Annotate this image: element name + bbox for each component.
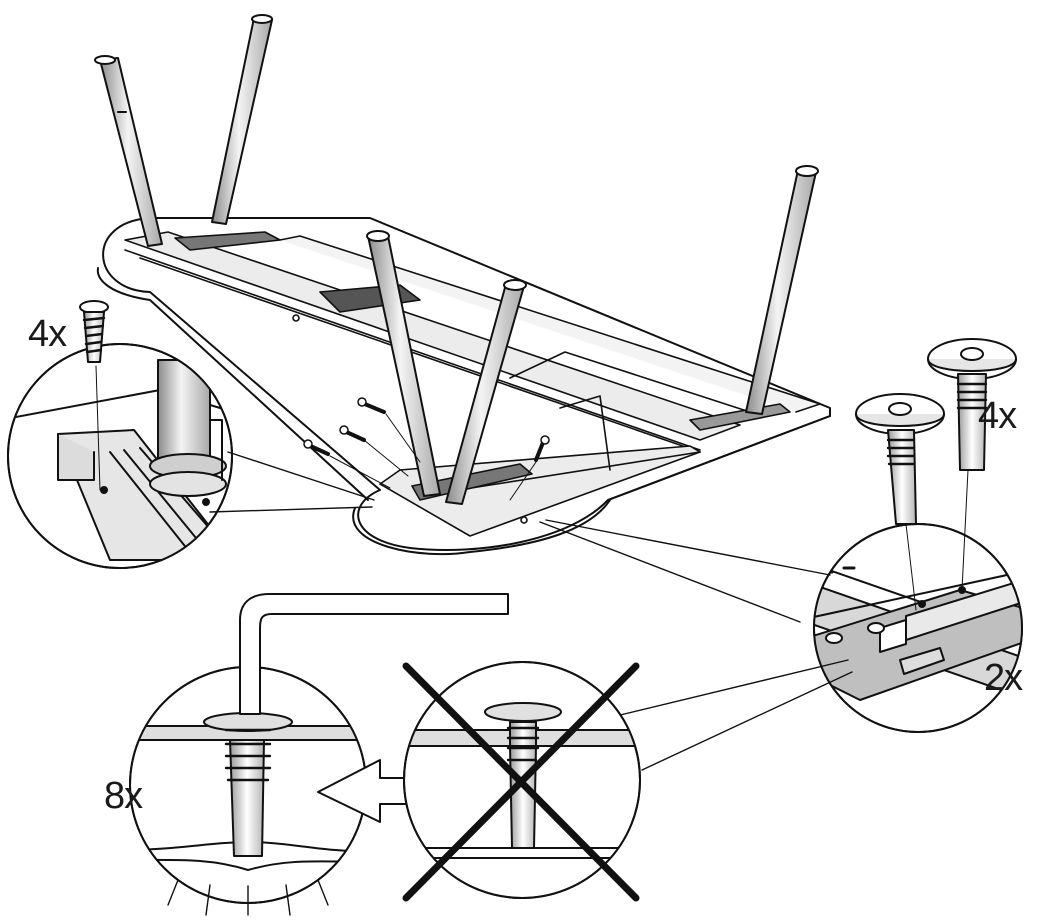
incorrect-cross-icon: [402, 662, 640, 902]
leader-right-top: [545, 519, 831, 576]
screw-part-icon: [79, 300, 109, 491]
leader-bottom-2: [641, 671, 853, 771]
table-legs: [94, 14, 819, 505]
bolt-part-icon: [855, 338, 1017, 611]
detail-circle-right: [813, 523, 1023, 733]
screw-count-label: 4x: [28, 313, 67, 355]
frame-rails: [124, 231, 821, 537]
bracket-count-label: 2x: [984, 657, 1023, 699]
leader-right-bottom: [539, 521, 801, 623]
allen-key-icon: [239, 593, 509, 715]
loose-screws: [303, 397, 550, 501]
allen-count-label: 8x: [104, 775, 143, 817]
leader-left-bottom: [209, 506, 373, 513]
leader-bottom-1: [615, 659, 849, 717]
leader-left-top: [227, 451, 375, 501]
detail-circle-left: [7, 343, 233, 569]
bolt-count-label: 4x: [978, 395, 1017, 437]
